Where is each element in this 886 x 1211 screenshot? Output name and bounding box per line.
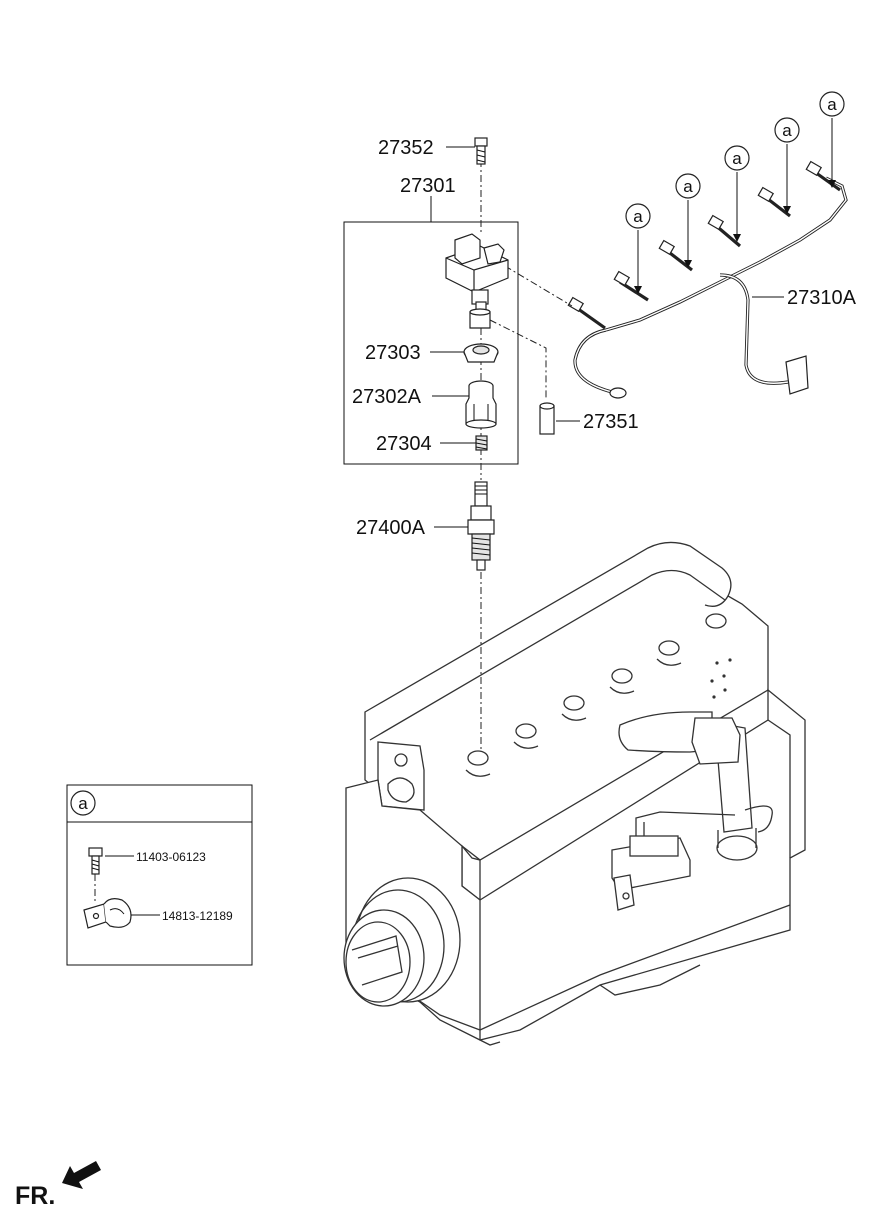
- harness-marker-3: a: [724, 145, 750, 242]
- intake-pipe: [618, 711, 773, 861]
- label-seal: 27303: [365, 342, 421, 364]
- harness-marker-5: a: [819, 91, 845, 188]
- coil-spring: [475, 435, 488, 451]
- coil-assembly-box: [343, 196, 519, 465]
- crank-pulley: [343, 877, 461, 1007]
- detail-box: a 11403-06123 14813-12189: [66, 784, 253, 966]
- front-arrow-icon: [62, 1161, 101, 1189]
- detail-bolt-number: 11403-06123: [136, 850, 206, 864]
- spark-plug: [467, 481, 495, 571]
- label-resistor: 27351: [583, 411, 639, 433]
- ignition-coil: [445, 233, 509, 329]
- harness-marker-2: a: [675, 173, 701, 268]
- detail-clip: 14813-12189: [83, 898, 233, 929]
- label-spark-plug: 27400A: [356, 517, 426, 539]
- harness-clip-markers: a a a a a: [625, 91, 845, 294]
- front-direction-indicator: FR.: [15, 1161, 101, 1210]
- detail-marker-circle: [70, 790, 96, 816]
- coil-boot: [465, 380, 497, 429]
- svg-text:a: a: [633, 207, 643, 226]
- part-labels: 27352 27301 27303 27302A 27304 27351 273…: [352, 137, 857, 539]
- engine-block: [343, 541, 806, 1046]
- label-coil-assembly: 27301: [400, 175, 456, 197]
- front-label: FR.: [15, 1182, 55, 1210]
- svg-text:a: a: [782, 121, 792, 140]
- label-boot: 27302A: [352, 386, 422, 408]
- detail-bolt: 11403-06123: [88, 847, 206, 875]
- label-bolt: 27352: [378, 137, 434, 159]
- svg-text:a: a: [683, 177, 693, 196]
- engine-sensor-bracket: [611, 811, 736, 911]
- wiring-harness: [504, 160, 848, 399]
- label-spring: 27304: [376, 433, 432, 455]
- detail-clip-number: 14813-12189: [162, 909, 233, 923]
- coil-seal: [463, 343, 499, 363]
- label-harness: 27310A: [787, 287, 857, 309]
- harness-marker-4: a: [774, 117, 800, 214]
- svg-text:a: a: [732, 149, 742, 168]
- coil-bolt: [474, 137, 488, 165]
- svg-text:a: a: [827, 95, 837, 114]
- detail-marker-label: a: [78, 794, 88, 813]
- harness-marker-1: a: [625, 203, 651, 294]
- resistor: [489, 319, 555, 435]
